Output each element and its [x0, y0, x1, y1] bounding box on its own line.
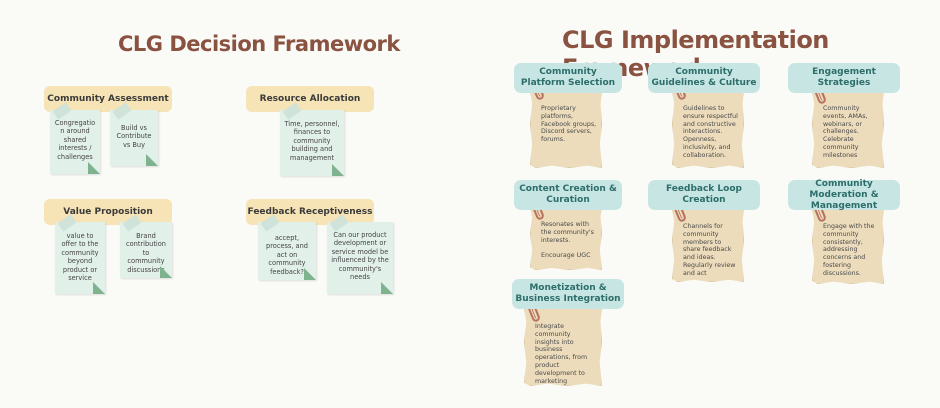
page-fold-icon: [93, 282, 105, 294]
engagement-strategies-header: Engagement Strategies: [788, 63, 900, 93]
sticky-note-text: value to offer to the community beyond p…: [61, 232, 99, 283]
scroll-note-text: Integrate community insights into busine…: [535, 323, 588, 393]
feedback-loop-header: Feedback Loop Creation: [648, 180, 760, 210]
implementation-framework-title: CLG Implementation Framework: [562, 26, 829, 82]
resource-allocation-header: Resource Allocation: [246, 86, 374, 112]
scroll-note: Proprietary platforms, Facebook groups, …: [530, 88, 602, 168]
sticky-note: accept, process, and act on community fe…: [258, 214, 316, 280]
sticky-note-text: Time, personnel, finances to community b…: [284, 120, 340, 162]
sticky-note: Congregatio n around shared interests / …: [50, 102, 100, 174]
page-fold-icon: [146, 154, 158, 166]
sticky-note-text: Build vs Contribute vs Buy: [116, 124, 152, 149]
platform-selection-header: Community Platform Selection: [514, 63, 622, 93]
scroll-note-text: Engage with the community consistently, …: [823, 223, 875, 277]
sticky-note: Can our product development or service m…: [327, 214, 393, 294]
page-fold-icon: [381, 282, 393, 294]
sticky-note: Time, personnel, finances to community b…: [280, 102, 344, 176]
page-fold-icon: [88, 162, 100, 174]
page-fold-icon: [160, 266, 172, 278]
scroll-note-text: Community events, AMAs, webinars, or cha…: [823, 105, 868, 159]
page-fold-icon: [304, 268, 316, 280]
content-creation-header: Content Creation & Curation: [514, 180, 622, 210]
moderation-management-header: Community Moderation & Management: [788, 179, 900, 211]
sticky-note: Brand contribution to community discussi…: [120, 214, 172, 278]
decision-framework-title: CLG Decision Framework: [118, 32, 400, 56]
scroll-note: Guidelines to ensure respectful and cons…: [672, 88, 744, 168]
guidelines-culture-header: Community Guidelines & Culture: [648, 63, 760, 93]
sticky-note: value to offer to the community beyond p…: [55, 214, 105, 294]
sticky-note-text: Brand contribution to community discussi…: [126, 232, 166, 274]
sticky-note-text: Congregatio n around shared interests / …: [54, 119, 96, 161]
scroll-note-text: Resonates with the community's interests…: [541, 221, 594, 260]
sticky-note-text: accept, process, and act on community fe…: [266, 234, 308, 276]
page-fold-icon: [332, 164, 344, 176]
monetization-integration-header: Monetization & Business Integration: [512, 279, 624, 309]
sticky-note-text: Can our product development or service m…: [331, 231, 389, 282]
scroll-note-text: Guidelines to ensure respectful and cons…: [683, 105, 738, 159]
scroll-note-text: Channels for community members to share …: [683, 223, 736, 277]
scroll-note: Community events, AMAs, webinars, or cha…: [812, 88, 884, 168]
scroll-note-text: Proprietary platforms, Facebook groups, …: [541, 105, 597, 144]
sticky-note: Build vs Contribute vs Buy: [110, 102, 158, 166]
